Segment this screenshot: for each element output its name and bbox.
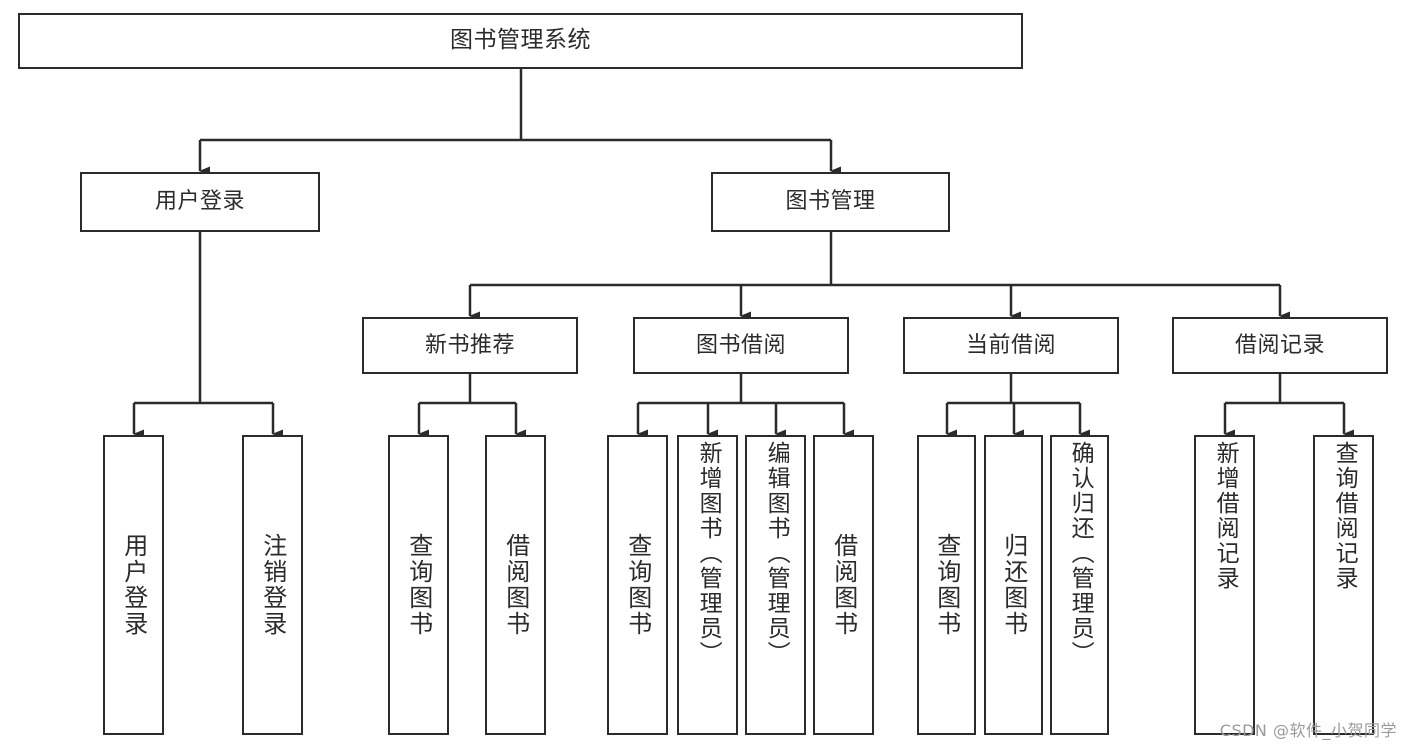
node-root[interactable]: 图书管理系统 xyxy=(18,13,1023,69)
node-label: 查询图书 xyxy=(623,533,652,637)
node-label: 新增图书（管理员） xyxy=(695,441,722,666)
node-label: 查询图书 xyxy=(932,533,961,637)
node-label: 借阅图书 xyxy=(829,533,858,637)
node-leaf-rec-2[interactable]: 查询借阅记录 xyxy=(1313,435,1374,735)
node-leaf-new-2[interactable]: 借阅图书 xyxy=(485,435,546,735)
node-label: 用户登录 xyxy=(119,533,148,637)
node-label: 借阅记录 xyxy=(1234,332,1325,358)
node-leaf-borrow-1[interactable]: 查询图书 xyxy=(607,435,668,735)
node-label: 新书推荐 xyxy=(424,332,515,358)
node-label: 图书借阅 xyxy=(695,332,786,358)
node-label: 用户登录 xyxy=(154,189,245,215)
watermark-text: CSDN @软件_小贺同学 xyxy=(1219,721,1397,740)
node-label: 确认归还（管理员） xyxy=(1067,441,1094,666)
node-borrow[interactable]: 图书借阅 xyxy=(633,317,849,374)
node-label: 当前借阅 xyxy=(965,332,1056,358)
node-label: 编辑图书（管理员） xyxy=(763,441,790,666)
node-label: 图书管理 xyxy=(785,189,876,215)
node-leaf-borrow-3[interactable]: 编辑图书（管理员） xyxy=(745,435,806,735)
node-leaf-borrow-2[interactable]: 新增图书（管理员） xyxy=(677,435,738,735)
node-newbook[interactable]: 新书推荐 xyxy=(362,317,578,374)
node-leaf-rec-1[interactable]: 新增借阅记录 xyxy=(1194,435,1255,735)
node-leaf-new-1[interactable]: 查询图书 xyxy=(388,435,449,735)
node-current[interactable]: 当前借阅 xyxy=(903,317,1119,374)
node-label: 查询借阅记录 xyxy=(1331,441,1358,591)
node-leaf-cur-2[interactable]: 归还图书 xyxy=(984,435,1043,735)
node-leaf-borrow-4[interactable]: 借阅图书 xyxy=(813,435,874,735)
node-record[interactable]: 借阅记录 xyxy=(1172,317,1388,374)
node-label: 图书管理系统 xyxy=(450,27,591,54)
node-leaf-login-1[interactable]: 用户登录 xyxy=(103,435,164,735)
node-label: 注销登录 xyxy=(258,533,287,637)
node-label: 借阅图书 xyxy=(501,533,530,637)
node-leaf-cur-1[interactable]: 查询图书 xyxy=(917,435,976,735)
node-label: 归还图书 xyxy=(999,533,1028,637)
node-label: 新增借阅记录 xyxy=(1212,441,1239,591)
edges xyxy=(132,69,1354,439)
node-bookmgmt[interactable]: 图书管理 xyxy=(711,172,950,232)
node-login[interactable]: 用户登录 xyxy=(80,172,320,232)
node-leaf-login-2[interactable]: 注销登录 xyxy=(242,435,303,735)
node-leaf-cur-3[interactable]: 确认归还（管理员） xyxy=(1050,435,1109,735)
node-label: 查询图书 xyxy=(404,533,433,637)
